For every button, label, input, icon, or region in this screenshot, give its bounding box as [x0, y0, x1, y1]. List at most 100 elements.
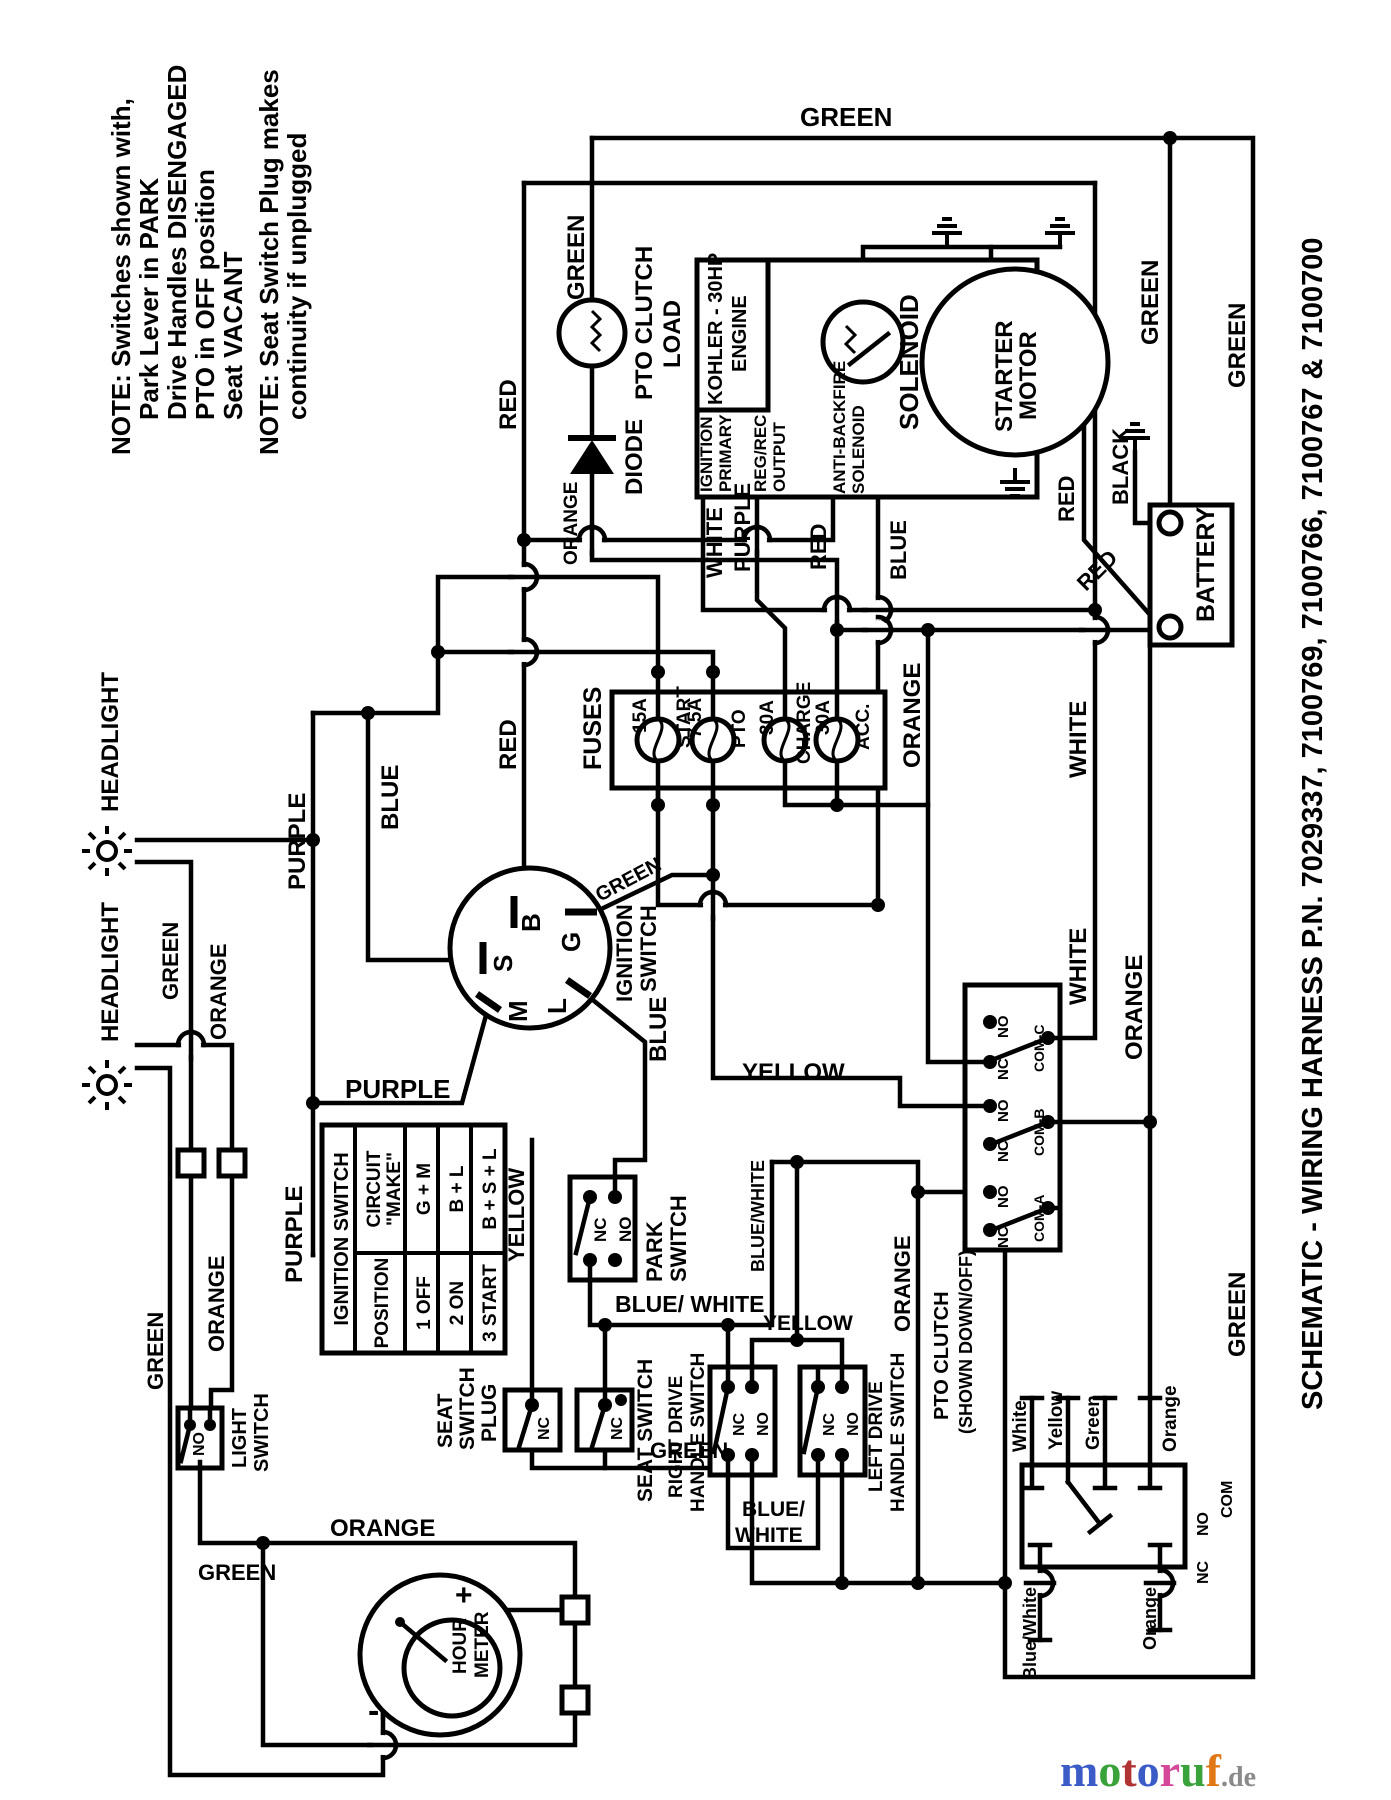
table-row2-make: B + L [447, 1165, 468, 1212]
wire-label-blue: BLUE [377, 765, 404, 830]
pto-clutch-load-label: PTO CLUTCH [631, 246, 658, 400]
wire-label-purple: PURPLE [284, 793, 311, 890]
park-switch-no: NO [616, 1217, 635, 1243]
hour-meter-plus: + [455, 1579, 473, 1612]
wire-label-orange: ORANGE [890, 1235, 915, 1332]
conn-wire-orange: Orange [1140, 1587, 1160, 1650]
engine-name: KOHLER - 30HP [705, 253, 727, 405]
wire-label-orange: ORANGE [899, 663, 926, 768]
ignition-terminal-l: L [542, 998, 572, 1014]
engine-terminal-label: IGNITION [697, 416, 716, 492]
engine-terminal-label: REG/REC [751, 415, 770, 492]
hour-meter-label: HOUR [450, 1618, 471, 1674]
fuses-title: FUSES [579, 687, 607, 770]
diode-triangle-icon [570, 440, 614, 474]
wire-label-orange: ORANGE [204, 1255, 229, 1352]
light-switch-label: LIGHT [229, 1408, 251, 1468]
left-drive-no: NO [845, 1412, 862, 1436]
connector-square [216, 1147, 248, 1179]
engine-terminal-label: ANTI-BACKFIRE [830, 361, 849, 494]
labels: NOTE: Switches shown with, Park Lever in… [97, 65, 1329, 1730]
conn-wire-yellow: Yellow [1046, 1391, 1067, 1450]
battery-terminal-bottom [1156, 613, 1184, 641]
wire-label-green: GREEN [650, 1438, 728, 1463]
wire-label-orange: ORANGE [1121, 955, 1148, 1060]
wire-label-green: GREEN [1224, 1272, 1251, 1357]
pto-switch-com-a: COM-A [1031, 1195, 1047, 1242]
conn-wire-white: White [1010, 1400, 1031, 1452]
headlight-icon [82, 1060, 132, 1110]
conn-terminal-nc: NC [1195, 1560, 1212, 1584]
junction-dots [184, 131, 1177, 1590]
conn-terminal-com: COM [1219, 1481, 1236, 1518]
watermark-logo: motoruf.de [1060, 1745, 1256, 1796]
fuse-name: ACC. [853, 704, 874, 750]
hour-meter-label: METER [472, 1611, 493, 1678]
wires [134, 135, 1256, 1778]
wire-label-black: BLACK [1108, 428, 1133, 505]
left-drive-label: HANDLE SWITCH [888, 1353, 909, 1512]
pto-switch-com-b: COM-B [1031, 1109, 1047, 1156]
pto-switch-nc: NC [995, 1140, 1012, 1162]
fuse-rating: 15A [630, 698, 651, 733]
connector-square [559, 1684, 591, 1716]
starter-motor-label: MOTOR [1015, 331, 1042, 420]
headlight-icon [82, 826, 132, 876]
ignition-switch-symbol [447, 865, 613, 1031]
ignition-switch-label: IGNITION [612, 904, 637, 1002]
ground-symbols [932, 217, 1150, 498]
left-drive-label: LEFT DRIVE [866, 1381, 887, 1492]
wire-label-purple: PURPLE [281, 1186, 308, 1283]
seat-plug-label: SEAT [434, 1393, 457, 1448]
table-row3-pos: 3 START [480, 1264, 501, 1342]
wire-label-white: WHITE [702, 507, 727, 578]
conn-wire-orange: Orange [1160, 1385, 1181, 1452]
ignition-terminals [475, 896, 597, 1013]
ignition-terminal-b: B [516, 913, 546, 932]
light-switch-no: NO [191, 1432, 208, 1456]
note-line: NOTE: Seat Switch Plug makes [254, 69, 284, 455]
drive-switch-internals [711, 1364, 845, 1478]
wire-label-green: GREEN [563, 215, 590, 300]
solenoid-label: SOLENOID [894, 294, 924, 430]
wire-label-green: GREEN [158, 922, 183, 1000]
fuse-rating: 7.5A [685, 698, 706, 738]
wire-label-white: WHITE [1065, 928, 1092, 1005]
wire-label-green: GREEN [1224, 303, 1251, 388]
solenoid-symbol [820, 299, 906, 385]
wire-label-white-word: WHITE [735, 1524, 803, 1547]
right-drive-no: NO [755, 1412, 772, 1436]
hour-meter-minus: - [368, 1692, 379, 1730]
fuse-rating: 30A [813, 700, 834, 735]
pto-connector-internals [1019, 1395, 1173, 1643]
wire-label-white: WHITE [1065, 701, 1092, 778]
note-line: Drive Handles DISENGAGED [162, 65, 192, 420]
note-line: continuity if unplugged [282, 133, 312, 420]
engine-terminal-label: SOLENOID [849, 405, 868, 494]
note-line: NOTE: Switches shown with, [106, 98, 136, 455]
starter-motor-label: STARTER [991, 320, 1018, 432]
seat-plug-nc: NC [536, 1416, 553, 1440]
fuse-name: CHARGE [794, 682, 815, 764]
wire-label-blue: BLUE [645, 997, 672, 1062]
park-switch-label: PARK [642, 1221, 667, 1282]
note-line: Park Lever in PARK [134, 177, 164, 420]
seat-switch-nc: NC [609, 1416, 626, 1440]
fuse-name: PTO [729, 709, 750, 748]
ignition-terminal-g: G [556, 932, 586, 952]
fuse-rating: 30A [757, 700, 778, 735]
hour-meter-needle [396, 1618, 449, 1664]
table-row3-make: B + S + L [480, 1148, 501, 1230]
engine-terminal-label: PRIMARY [716, 414, 735, 492]
conn-wire-blue-white: Blue/White [1020, 1587, 1040, 1680]
headlight-label: HEADLIGHT [97, 902, 124, 1042]
fuse-name: START [674, 686, 695, 748]
seat-switch-label: SEAT SWITCH [634, 1359, 657, 1502]
table-col-position: POSITION [372, 1258, 393, 1349]
right-drive-label: HANDLE SWITCH [688, 1353, 709, 1512]
pto-switch-no: NO [995, 1099, 1012, 1122]
starter-motor-symbol [919, 266, 1111, 458]
wire-jumps [175, 523, 1177, 1761]
ignition-switch-label: SWITCH [636, 905, 661, 992]
